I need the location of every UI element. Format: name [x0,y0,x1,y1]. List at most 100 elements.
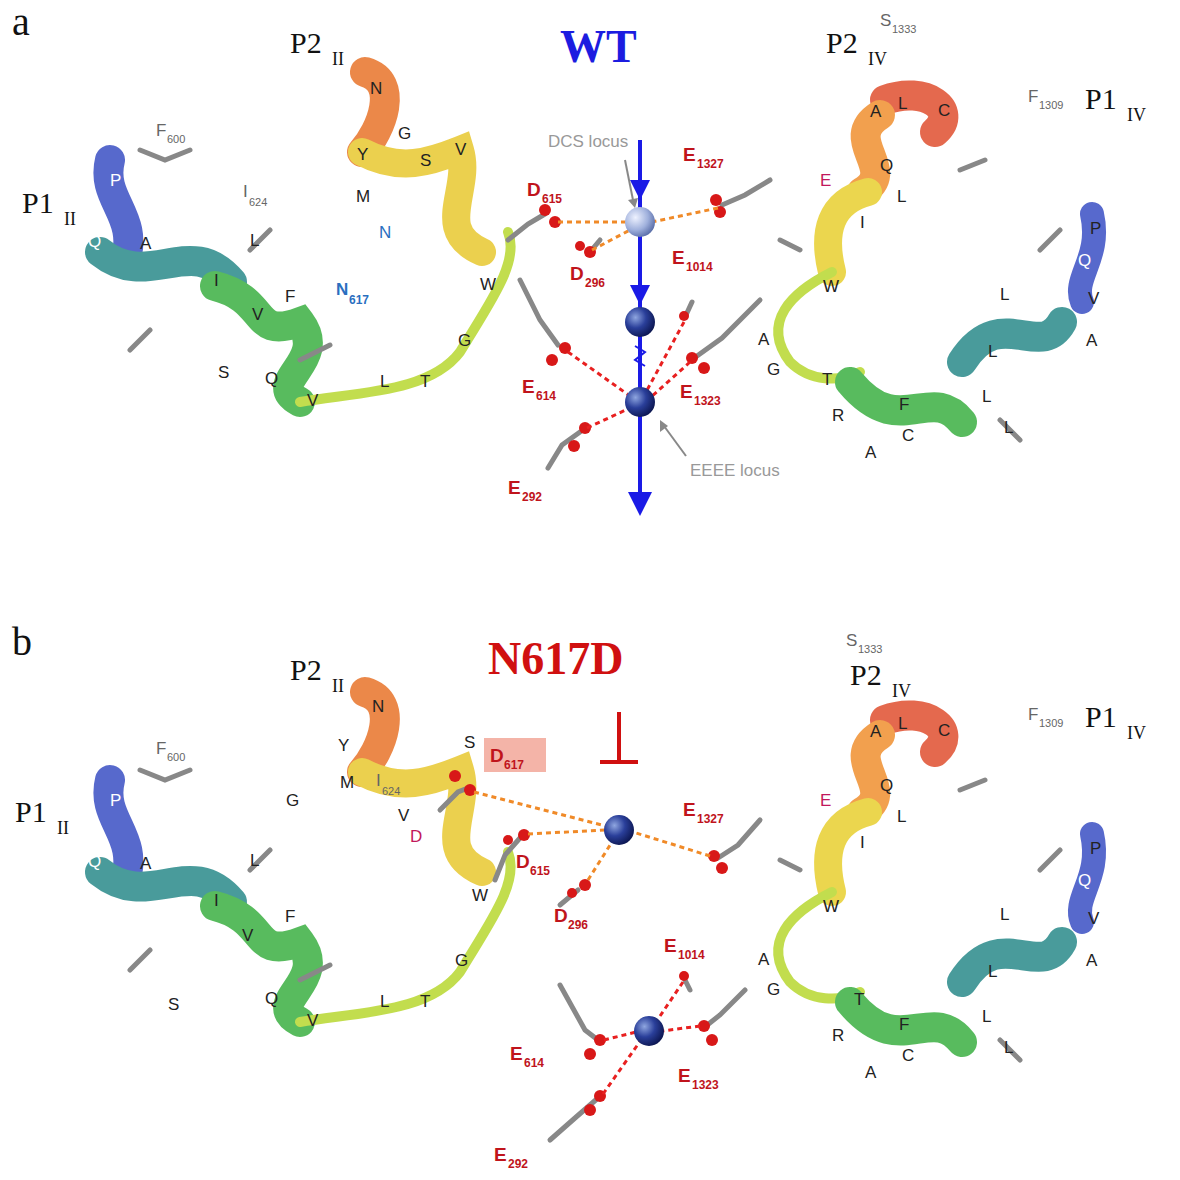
residue-letter: L [898,95,907,112]
residue-letter: L [380,373,389,390]
figure-label: 292 [508,1158,528,1170]
residue-letter: Q [880,777,893,794]
residue-letter: E [820,172,831,189]
residue-letter: P [110,172,121,189]
figure-label: E [510,1044,523,1063]
residue-letter: S [218,364,229,381]
figure-label: b [12,622,32,662]
residue-letter: T [822,371,832,388]
residue-letter: V [242,927,253,944]
figure-label: 1327 [697,158,724,170]
residue-letter: C [902,427,914,444]
figure-label: EEEE locus [690,462,780,479]
residue-letter: Q [1078,252,1091,269]
figure-label: II [64,210,76,228]
residue-letter: M [340,774,354,791]
residue-letter: A [865,444,876,461]
figure-label: 296 [568,919,588,931]
figure-label: 624 [382,786,400,797]
figure-label: E [664,936,677,955]
figure-label: P2 [290,28,322,58]
residue-letter: F [285,908,295,925]
residue-letter: G [458,332,471,349]
figure-label: 1323 [692,1079,719,1091]
residue-letter: R [832,407,844,424]
residue-letter: F [899,396,909,413]
figure-label: P2 [850,660,882,690]
figure-label: 600 [167,752,185,763]
figure-label: D [516,852,530,871]
figure-label: F [1028,88,1038,105]
residue-letter: C [938,722,950,739]
residue-letter: Q [880,157,893,174]
residue-letter: Y [357,146,368,163]
figure-label: F [156,740,166,757]
residue-letter: A [140,855,151,872]
figure-label: II [57,819,69,837]
residue-letter: A [758,331,769,348]
figure-label: P2 [290,655,322,685]
figure-label: E [680,382,693,401]
figure-label: S [880,12,891,29]
figure-label: 1333 [892,24,916,35]
residue-letter: A [1086,952,1097,969]
figure-label: E [683,800,696,819]
residue-letter: A [870,103,881,120]
residue-letter: N [372,698,384,715]
figure-label: 1333 [858,644,882,655]
residue-letter: L [250,232,259,249]
figure-label: D [554,906,568,925]
residue-letter: A [870,723,881,740]
figure-label: 1014 [686,261,713,273]
residue-letter: P [1090,840,1101,857]
residue-letter: L [897,808,906,825]
residue-letter: G [767,361,780,378]
residue-letter: P [1090,220,1101,237]
residue-letter: L [380,993,389,1010]
residue-letter: Q [265,370,278,387]
figure-label: E [508,478,521,497]
residue-letter: Q [265,990,278,1007]
residue-letter: W [823,278,839,295]
residue-letter: S [168,996,179,1013]
residue-letter: V [307,392,318,409]
figure-label: IV [1127,106,1146,124]
figure-label: 600 [167,134,185,145]
figure-label: 1323 [694,395,721,407]
figure-label: E [672,248,685,267]
residue-letter: L [898,715,907,732]
figure-label: 292 [522,491,542,503]
residue-letter: L [1000,286,1009,303]
figure-label: I [376,772,381,789]
residue-letter: V [252,306,263,323]
residue-letter: G [455,952,468,969]
figure-label: 1309 [1039,718,1063,729]
figure-label: IV [1127,724,1146,742]
figure-label: P1 [22,188,54,218]
figure-label: E [522,377,535,396]
residue-letter: L [982,388,991,405]
figure-label: II [332,677,344,695]
residue-letter: I [860,834,865,851]
residue-letter: E [820,792,831,809]
residue-letter: G [767,981,780,998]
residue-letter: L [982,1008,991,1025]
residue-letter: S [420,152,431,169]
residue-letter: Q [88,233,101,250]
residue-letter: L [1000,906,1009,923]
residue-letter: T [420,373,430,390]
figure-label: P2 [826,28,858,58]
residue-letter: Y [338,737,349,754]
residue-letter: W [472,887,488,904]
residue-letter: L [250,852,259,869]
figure-label: IV [868,50,887,68]
residue-letter: M [356,188,370,205]
residue-letter: R [832,1027,844,1044]
residue-letter: F [899,1016,909,1033]
figure-label: E [494,1145,507,1164]
figure-label: E [678,1066,691,1085]
residue-letter: L [1004,419,1013,436]
figure-label: 1014 [678,949,705,961]
residue-letter: G [286,792,299,809]
